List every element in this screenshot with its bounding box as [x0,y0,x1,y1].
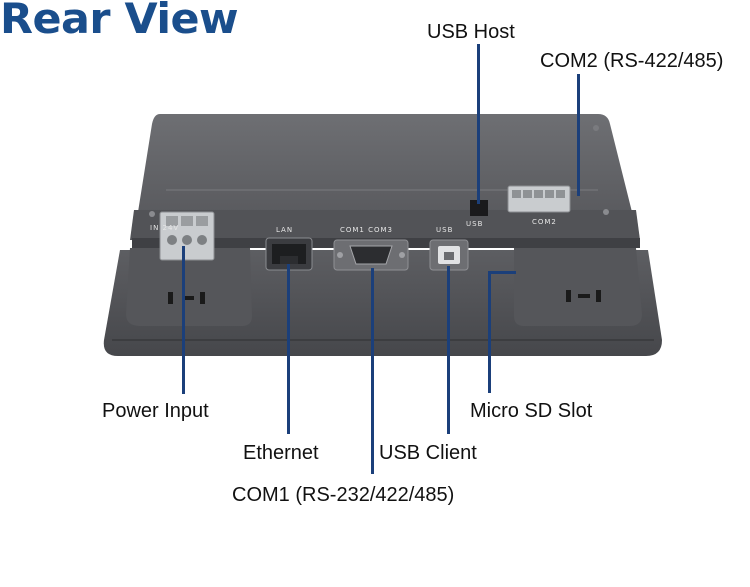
label-com2: COM2 (RS-422/485) [540,50,724,72]
marking-lan: LAN [276,226,293,234]
marking-com2: COM2 [532,218,557,226]
left-foot [126,248,252,326]
leader-power [182,246,185,394]
label-usb-host: USB Host [427,21,515,43]
leader-usb-host [477,44,480,204]
page-title: Rear View [0,0,239,43]
marking-usb2: USB [466,220,483,228]
marking-power: IN 24V [150,224,179,232]
marking-usb: USB [436,226,453,234]
com1-db9-port [333,239,409,271]
com2-terminal-block [507,185,571,213]
label-com1: COM1 (RS-232/422/485) [232,484,455,506]
marking-com1: COM1 COM3 [340,226,393,234]
usb-host-port [470,200,488,216]
leader-micro-sd-v [488,271,491,393]
power-terminal-block [159,211,215,261]
leader-usb-client [447,266,450,434]
ethernet-port [265,237,313,271]
label-power-input: Power Input [102,400,209,422]
leader-com2 [577,74,580,196]
leader-micro-sd-h [488,271,516,274]
label-ethernet: Ethernet [243,442,319,464]
right-foot [514,248,642,326]
connector-rail [130,210,640,240]
usb-client-port [429,239,469,271]
label-usb-client: USB Client [379,442,477,464]
label-micro-sd: Micro SD Slot [470,400,593,422]
leader-com1 [371,268,374,474]
leader-ethernet [287,264,290,434]
